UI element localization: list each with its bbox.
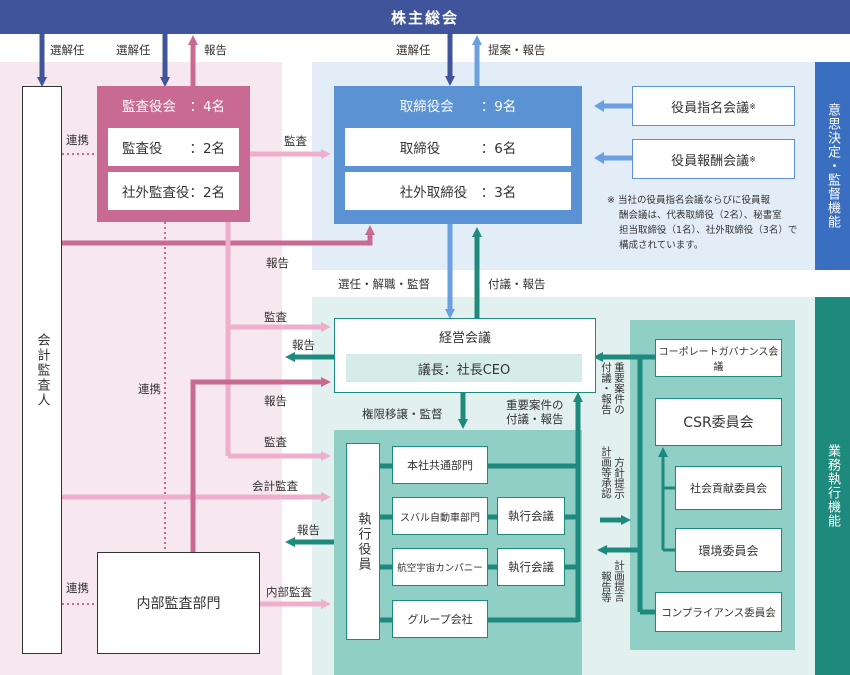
board-row-1: 取締役 ：6名 — [345, 128, 571, 166]
note-line-4: 構成されています。 — [619, 240, 704, 251]
label-accounting-audit: 会計監査 — [252, 479, 298, 493]
executive-officers-box: 執行役員 — [346, 443, 380, 640]
accounting-auditor-label: 会計監査人 — [34, 332, 50, 408]
label-elect-1: 選解任 — [50, 43, 85, 57]
side-bar-decision — [815, 62, 850, 270]
label-renkei-1: 連携 — [66, 133, 89, 147]
label-vert-2: 計画等承認方針提示 — [600, 446, 625, 499]
note-line-1: ※ 当社の役員指名会議ならびに役員報 — [607, 195, 770, 206]
label-kansa-2: 監査 — [264, 310, 287, 324]
nominating-mark: ※ — [749, 101, 756, 111]
side-decision-label: 意思決定・監督機能 — [825, 103, 840, 229]
dept-aerospace: 航空宇宙カンパニー — [392, 548, 488, 586]
side-decision: 意思決定・監督機能 — [815, 62, 850, 270]
shareholders-bar — [0, 0, 850, 34]
label-report-left-1: 報告 — [292, 338, 315, 352]
shareholders-title: 株主総会 — [390, 8, 459, 27]
remuneration-mark: ※ — [749, 154, 756, 164]
label-report-left-2: 報告 — [297, 523, 320, 537]
remuneration-label: 役員報酬会議 — [671, 153, 750, 169]
arrow-internal-report — [190, 377, 331, 552]
committee-governance: コーポレートガバナンス会議 — [655, 339, 782, 377]
label-propose: 提案・報告 — [488, 43, 546, 57]
kansa-board-title: 監査役会 ：4名 — [121, 99, 226, 115]
executive-officers-label: 執行役員 — [355, 511, 371, 572]
note-text: ※ 当社の役員指名会議ならびに役員報 酬会議は、代表取締役（2名）、秘書室 担当… — [607, 193, 812, 253]
dept-subaru: スバル自動車部門 — [392, 497, 488, 535]
label-internal-audit: 内部監査 — [266, 585, 312, 599]
nominating-label: 役員指名会議 — [671, 100, 750, 116]
label-report-mid: 報告 — [266, 256, 289, 270]
exec-meeting-aerospace: 執行会議 — [497, 548, 565, 586]
committee-arrows — [594, 100, 632, 164]
side-exec: 業務執行機能 — [815, 297, 850, 675]
committee-compliance: コンプライアンス委員会 — [655, 592, 782, 632]
dept-headquarters: 本社共通部門 — [392, 446, 488, 484]
board-row-2: 社外取締役 ：3名 — [345, 172, 571, 210]
side-exec-label: 業務執行機能 — [825, 444, 840, 528]
keiei-title: 経営会議 — [438, 330, 491, 346]
label-kansa-1: 監査 — [284, 134, 307, 148]
label-vert-1: 付議・報告重要案件の — [600, 362, 625, 415]
label-vert-3: 報告等計画提言 — [600, 560, 625, 602]
label-report-exec: 報告 — [264, 394, 287, 408]
label-renkei-2: 連携 — [66, 581, 89, 595]
label-kansa-3: 監査 — [264, 435, 287, 449]
label-renkei-mid: 連携 — [138, 382, 161, 396]
note-line-3: 担当取締役（1名）、社外取締役（3名）で — [619, 225, 798, 236]
exec-meeting-subaru: 執行会議 — [497, 497, 565, 535]
committee-social: 社会貢献委員会 — [675, 466, 782, 510]
committee-environment: 環境委員会 — [675, 528, 782, 572]
arrow-report-board — [62, 225, 375, 246]
label-futeki: 付議・報告 — [488, 277, 546, 291]
label-important: 重要案件の 付議・報告 — [506, 398, 564, 426]
label-select: 選任・解職・監督 — [338, 277, 430, 291]
nominating-box: 役員指名会議※ — [632, 86, 795, 126]
accounting-auditor-box: 会計監査人 — [22, 86, 62, 654]
label-elect-3: 選解任 — [396, 43, 431, 57]
kansa-row-2: 社外監査役：2名 — [108, 172, 239, 210]
side-bar-exec — [815, 297, 850, 675]
committee-csr: CSR委員会 — [655, 398, 782, 446]
internal-audit-box: 内部監査部門 — [97, 552, 260, 654]
remuneration-box: 役員報酬会議※ — [632, 139, 795, 179]
label-delegate: 権限移譲・監督 — [362, 407, 443, 421]
note-line-2: 酬会議は、代表取締役（2名）、秘書室 — [619, 210, 782, 221]
kansa-row-1: 監査役 ：2名 — [108, 128, 239, 166]
label-elect-2: 選解任 — [116, 43, 151, 57]
keiei-chair: 議長：社長CEO — [346, 354, 582, 382]
dept-group: グループ会社 — [392, 600, 488, 638]
label-report-top: 報告 — [204, 43, 227, 57]
board-title: 取締役会 ：9名 — [399, 99, 517, 115]
